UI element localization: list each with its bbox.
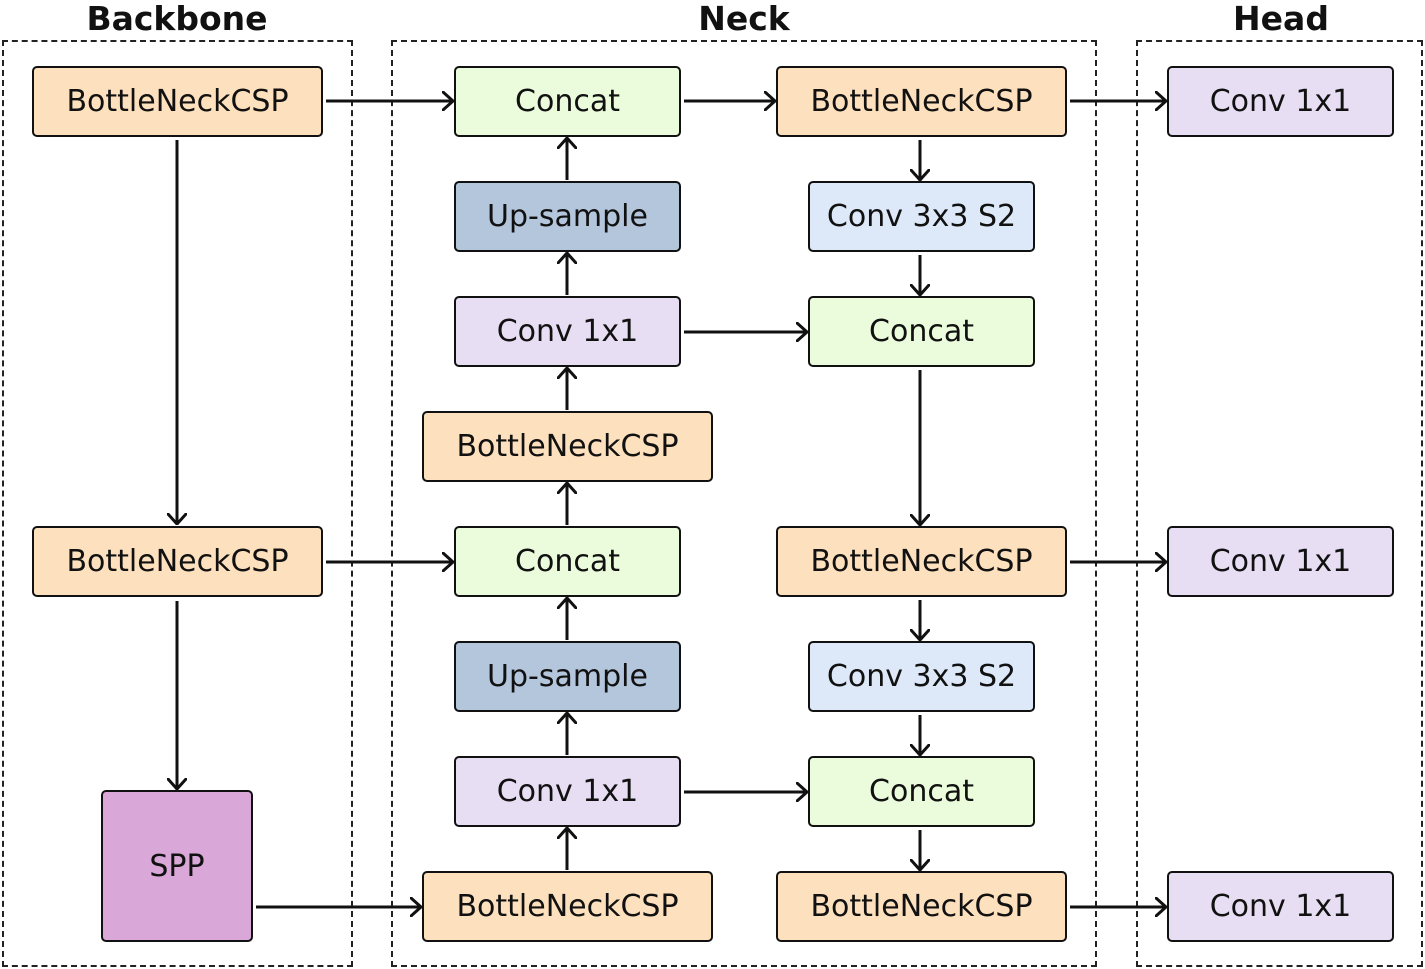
head-title: Head: [1233, 0, 1329, 38]
neck-conv3x3-s2-1: Conv 3x3 S2: [808, 181, 1035, 252]
neck-concat-4: Concat: [808, 756, 1035, 827]
backbone-bottleneckcsp-1: BottleNeckCSP: [32, 66, 323, 137]
neck-conv1x1-2: Conv 1x1: [454, 756, 681, 827]
neck-concat-1: Concat: [454, 66, 681, 137]
neck-bottleneckcsp-3: BottleNeckCSP: [776, 66, 1067, 137]
head-conv1x1-1: Conv 1x1: [1167, 66, 1394, 137]
neck-conv3x3-s2-2: Conv 3x3 S2: [808, 641, 1035, 712]
neck-concat-2: Concat: [454, 526, 681, 597]
neck-upsample-1: Up-sample: [454, 181, 681, 252]
backbone-title: Backbone: [86, 0, 268, 38]
backbone-bottleneckcsp-2: BottleNeckCSP: [32, 526, 323, 597]
neck-concat-3: Concat: [808, 296, 1035, 367]
neck-upsample-2: Up-sample: [454, 641, 681, 712]
head-conv1x1-2: Conv 1x1: [1167, 526, 1394, 597]
head-section: [1136, 40, 1423, 967]
neck-bottleneckcsp-1: BottleNeckCSP: [422, 411, 713, 482]
neck-section: [391, 40, 1097, 967]
neck-bottleneckcsp-4: BottleNeckCSP: [776, 526, 1067, 597]
neck-title: Neck: [698, 0, 790, 38]
head-conv1x1-3: Conv 1x1: [1167, 871, 1394, 942]
neck-conv1x1-1: Conv 1x1: [454, 296, 681, 367]
neck-bottleneckcsp-5: BottleNeckCSP: [776, 871, 1067, 942]
backbone-spp: SPP: [101, 790, 253, 942]
neck-bottleneckcsp-2: BottleNeckCSP: [422, 871, 713, 942]
backbone-section: [2, 40, 353, 967]
